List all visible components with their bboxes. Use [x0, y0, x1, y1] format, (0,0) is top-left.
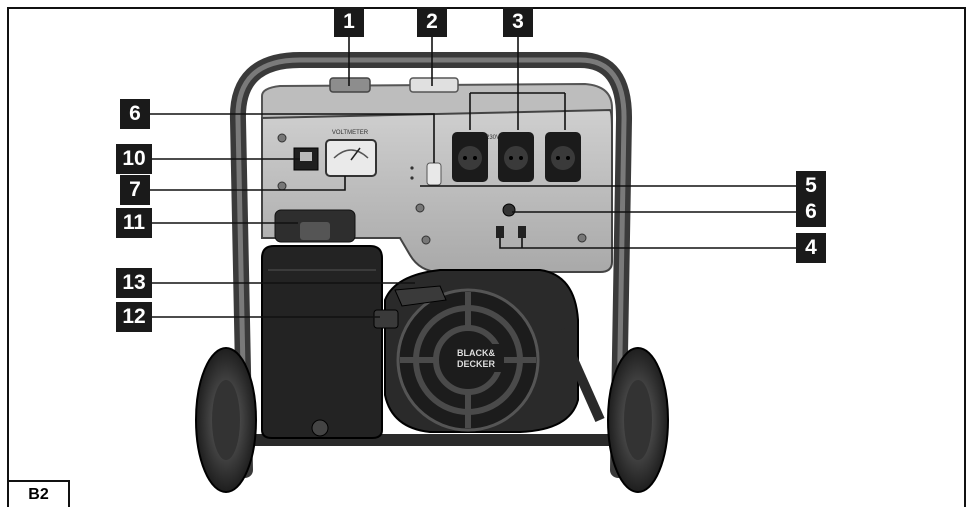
dc-terminal-right: [518, 226, 526, 238]
callout-2: 2: [417, 7, 447, 37]
callout-6-right: 6: [796, 197, 826, 227]
voltmeter: [325, 139, 377, 177]
outlet-voltage-label: 230V: [486, 135, 500, 141]
ground-terminal: [415, 203, 425, 213]
callout-12: 12: [116, 302, 152, 332]
callout-6-left: 6: [120, 99, 150, 129]
callout-1: 1: [334, 7, 364, 37]
callout-3: 3: [503, 7, 533, 37]
callout-7: 7: [120, 175, 150, 205]
brand-logo-line1: BLACK&: [457, 348, 495, 358]
indicator-lamp: [426, 162, 442, 186]
fuel-valve: [373, 309, 399, 329]
fuel-gauge: [409, 77, 459, 93]
wheel-right: [607, 347, 669, 493]
outlet-2: [498, 132, 534, 182]
callout-10: 10: [116, 144, 152, 174]
dc-terminal-left: [496, 226, 504, 238]
brand-logo-line2: DECKER: [457, 359, 496, 369]
callout-13: 13: [116, 268, 152, 298]
outlet-3: [545, 132, 581, 182]
battery-box: [261, 245, 383, 439]
callout-11: 11: [116, 208, 152, 238]
callout-4: 4: [796, 233, 826, 263]
leader-lines: [150, 37, 796, 318]
recoil-pull-handle: [394, 285, 447, 307]
dc-terminal-knob: [502, 203, 516, 217]
roll-cage: [229, 52, 633, 478]
choke-lever: [274, 209, 356, 243]
wheel-left: [195, 347, 257, 493]
fuel-cap: [329, 77, 371, 93]
figure-frame: [7, 7, 966, 507]
figure-label: B2: [7, 480, 70, 507]
callout-5: 5: [796, 171, 826, 201]
engine: BLACK& DECKER: [373, 269, 605, 433]
voltmeter-label: VOLTMETER: [332, 130, 369, 136]
outlet-1: [452, 132, 488, 182]
